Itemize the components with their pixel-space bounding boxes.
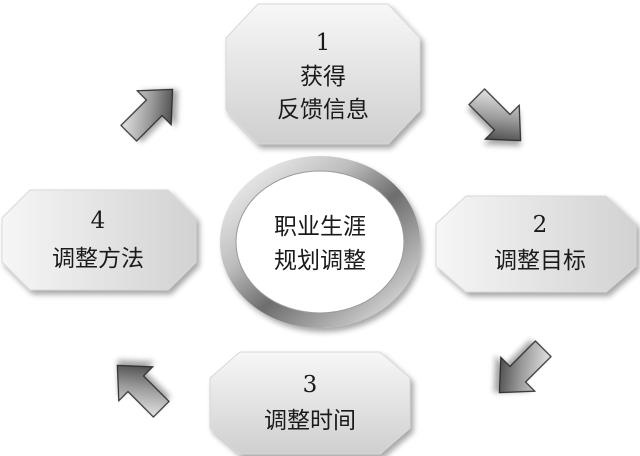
step-1-number: 1	[316, 30, 331, 56]
step-1-box: 1 获得 反馈信息	[225, 3, 421, 145]
step-2-box: 2 调整目标	[435, 195, 637, 293]
step-3-box: 3 调整时间	[209, 351, 411, 455]
center-ring-inner	[235, 170, 405, 314]
arrow-down-right-icon	[468, 88, 522, 142]
step-4-box: 4 调整方法	[1, 189, 197, 291]
step-3-octagon	[209, 351, 411, 455]
arrow-up-left-icon	[116, 364, 170, 418]
step-1-label-line2: 反馈信息	[277, 97, 369, 123]
step-3-number: 3	[303, 372, 318, 398]
step-1-octagon	[225, 3, 421, 145]
step-2-label: 调整目标	[494, 248, 586, 274]
arrow-up-right-icon	[120, 88, 174, 142]
step-2-octagon	[435, 195, 637, 293]
step-4-label: 调整方法	[52, 246, 144, 272]
step-1-label-line1: 获得	[300, 64, 346, 90]
step-2-number: 2	[533, 212, 548, 238]
arrow-down-left-icon	[498, 340, 552, 394]
step-3-label: 调整时间	[264, 408, 356, 434]
center-label-line1: 职业生涯	[274, 214, 366, 240]
center-label-line2: 规划调整	[274, 248, 366, 274]
center-ring: 职业生涯 规划调整	[220, 156, 420, 328]
step-4-number: 4	[91, 208, 106, 234]
step-4-octagon	[1, 189, 197, 291]
